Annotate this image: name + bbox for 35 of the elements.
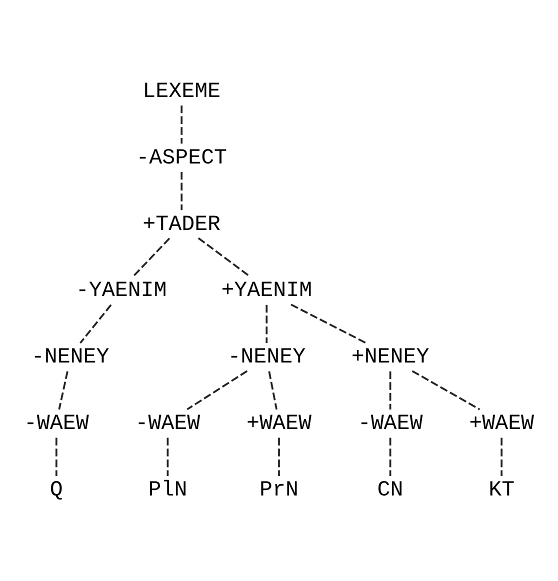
node-text: KT: [488, 478, 515, 503]
connector: [180, 172, 183, 210]
node-text: Q: [50, 478, 63, 503]
connector: [198, 237, 250, 278]
connector: [268, 371, 278, 410]
connector: [58, 371, 68, 410]
node-text: -NENEY: [31, 346, 110, 370]
connector: [180, 105, 183, 144]
connector: [132, 238, 170, 278]
node-text: PrN: [260, 478, 298, 503]
node-text: +WAEW: [246, 412, 312, 436]
connector: [389, 438, 392, 476]
node-text: -WAEW: [358, 412, 423, 436]
connector: [389, 371, 392, 410]
connector: [55, 438, 58, 476]
connector: [500, 438, 503, 476]
node-text: +WAEW: [469, 412, 534, 436]
node-text: -WAEW: [24, 412, 89, 436]
connector: [290, 304, 366, 344]
connector: [186, 370, 248, 410]
connector: [278, 438, 280, 476]
node-text: -NENEY: [228, 346, 306, 370]
node-text: -WAEW: [135, 412, 200, 436]
node-text: LEXEME: [142, 80, 221, 104]
connector: [80, 304, 112, 344]
node-text: PlN: [148, 478, 188, 503]
connector: [412, 370, 480, 410]
connector: [266, 304, 268, 344]
node-text: +NENEY: [351, 346, 430, 370]
node-text: CN: [377, 478, 404, 503]
node-text: -ASPECT: [136, 146, 228, 170]
node-text: +TADER: [142, 212, 221, 237]
node-text: -YAENIM: [76, 279, 167, 304]
node-text: +YAENIM: [221, 279, 312, 304]
connector: [166, 438, 169, 476]
